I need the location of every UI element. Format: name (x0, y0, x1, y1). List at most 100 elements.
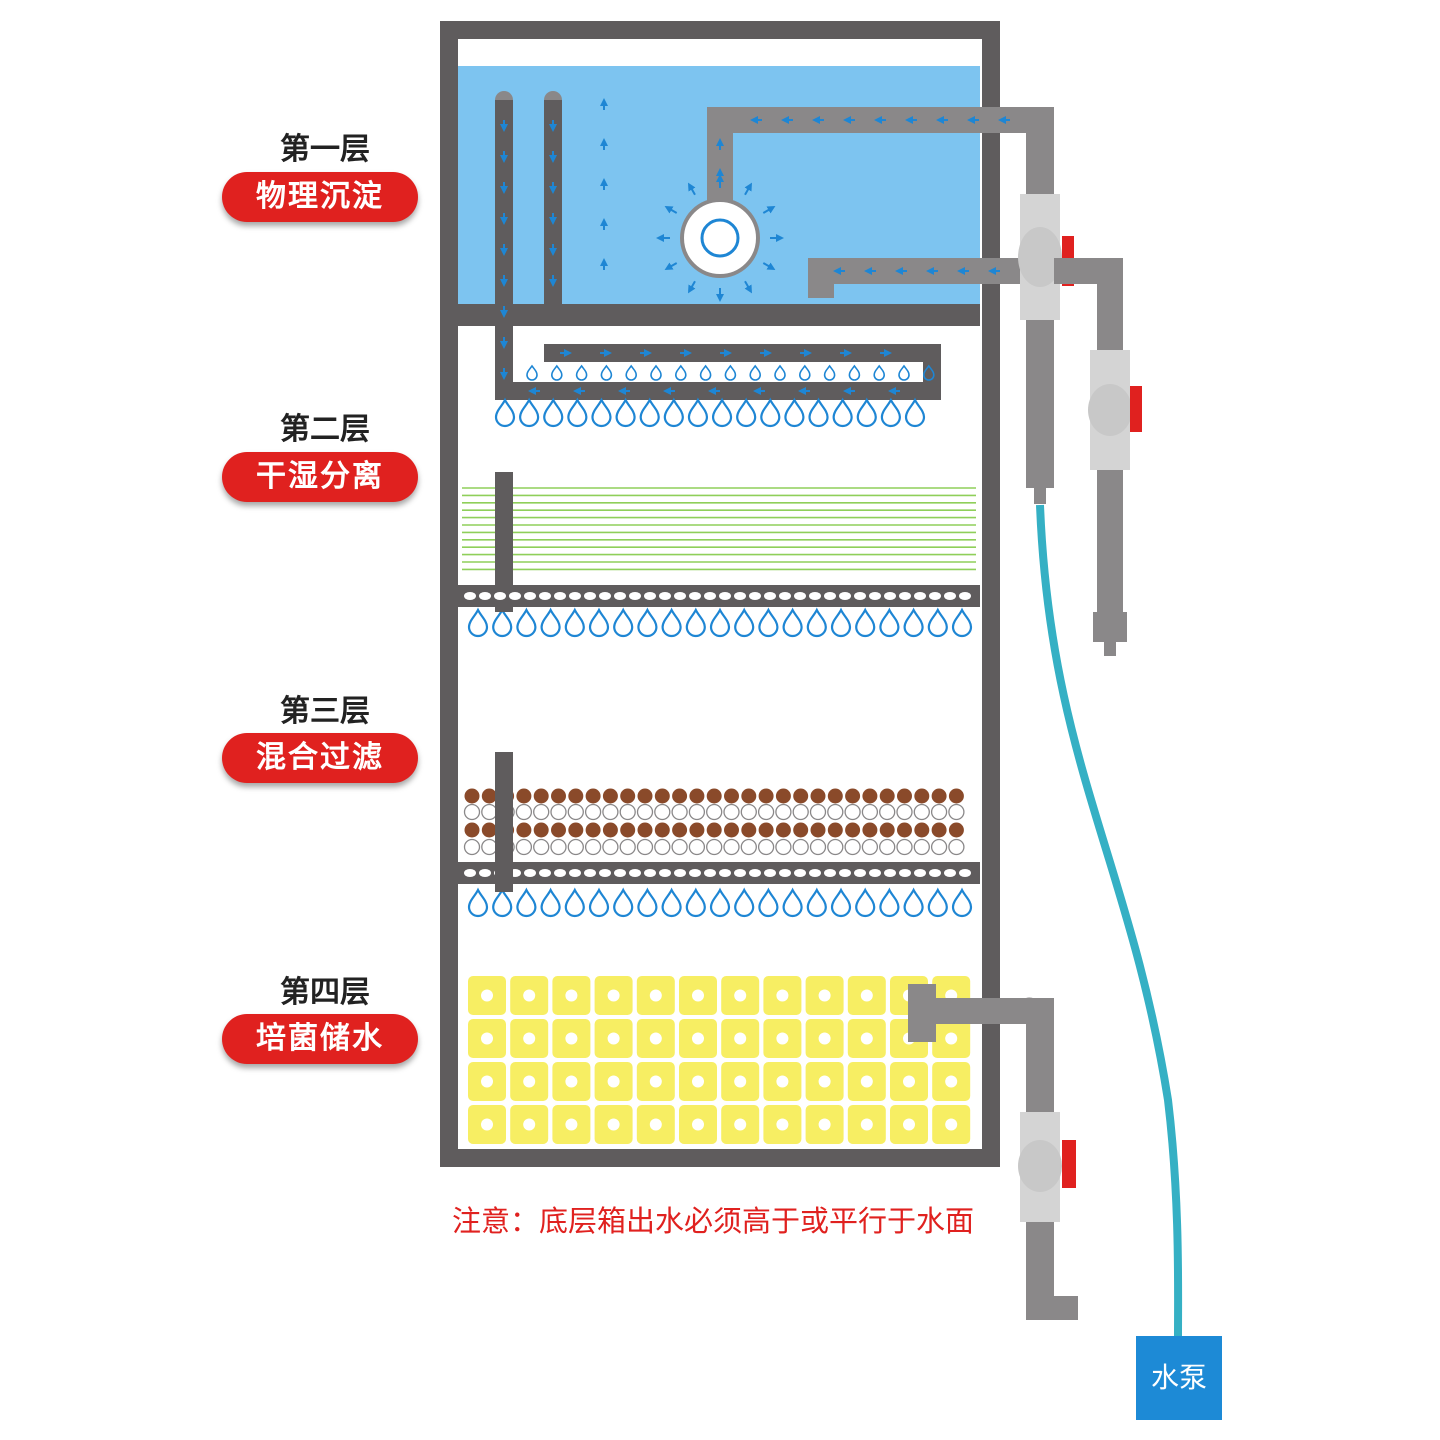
plate-hole (629, 869, 641, 877)
water-drop (709, 607, 731, 638)
ceramic-ring (568, 822, 584, 838)
bio-ball-white (463, 838, 481, 856)
flow-arrow (762, 206, 776, 214)
ceramic-ring (654, 822, 670, 838)
ceramic-ring (845, 788, 861, 804)
bio-block-hole (692, 1032, 704, 1045)
bio-ball-white (913, 838, 930, 856)
bio-ball-white (740, 838, 757, 856)
water-drop (880, 397, 901, 428)
ceramic-ring (897, 788, 912, 804)
plate-hole (854, 592, 866, 600)
flow-arrow (687, 280, 696, 294)
plate-hole (749, 592, 761, 600)
water-drop (567, 397, 588, 428)
bio-ball-white (654, 838, 671, 856)
ceramic-ring (533, 788, 549, 804)
layer-3-number: 第三层 (280, 694, 370, 729)
water-drop (550, 364, 563, 381)
bio-block-hole (860, 989, 873, 1002)
water-drop (494, 397, 516, 428)
water-drop (526, 364, 538, 381)
bio-ball-white (481, 803, 498, 821)
ceramic-ring (602, 788, 618, 804)
ceramic-ring (568, 788, 584, 804)
water-drop (588, 887, 610, 918)
water-drop (543, 397, 564, 428)
ceramic-ring (464, 788, 480, 804)
plate-hole (464, 592, 476, 600)
bio-ball-white (671, 838, 688, 856)
bio-ball-white (533, 838, 550, 856)
ceramic-ring (724, 788, 739, 804)
bio-block-hole (903, 1118, 915, 1131)
plate-hole (719, 592, 731, 600)
water-drop (639, 397, 660, 428)
water-drop (674, 364, 687, 381)
water-drop (736, 397, 757, 428)
water-drop (903, 607, 924, 638)
ceramic-ring (810, 788, 826, 804)
water-drop (687, 397, 709, 428)
plate-hole (599, 592, 611, 600)
bio-ball-white (896, 803, 913, 821)
bio-ball-white (930, 838, 948, 856)
bio-ball-white (879, 803, 896, 821)
water-drop (516, 887, 537, 918)
ceramic-ring (758, 822, 774, 838)
bio-ball-white (706, 838, 723, 856)
bio-block-hole (523, 1032, 536, 1045)
plate-hole (824, 592, 836, 600)
water-drop (823, 364, 836, 381)
water-drop (591, 397, 612, 428)
plate-hole (704, 869, 716, 877)
plate-hole (644, 592, 656, 600)
bio-block-hole (734, 1075, 747, 1088)
plate-hole (674, 869, 686, 877)
filter-media (463, 788, 965, 856)
water-drop (600, 364, 613, 381)
bio-block-hole (945, 1118, 958, 1131)
plate-hole (839, 869, 851, 877)
bio-block-hole (481, 989, 493, 1002)
plate-hole (569, 869, 581, 877)
plate-hole (524, 869, 536, 877)
bio-block-hole (481, 1075, 493, 1088)
ceramic-ring (724, 822, 739, 838)
bio-ball-white (827, 803, 844, 821)
water-drop (879, 607, 900, 638)
ceramic-ring (551, 788, 566, 804)
bio-ball-white (757, 838, 775, 856)
bio-ball-white (602, 803, 619, 821)
bio-ball-white (879, 838, 896, 856)
ceramic-ring (637, 788, 653, 804)
bio-ball-white (775, 838, 792, 856)
flow-arrow (744, 280, 753, 294)
water-drop (798, 364, 811, 381)
water-drop (650, 364, 662, 381)
plate-hole (749, 869, 761, 877)
ceramic-ring (620, 822, 636, 838)
bio-block-hole (734, 989, 747, 1002)
ceramic-ring (620, 788, 636, 804)
bio-block-hole (776, 1118, 789, 1131)
plate-hole (914, 869, 926, 877)
ceramic-ring (914, 788, 930, 804)
bio-ball-white (930, 803, 948, 821)
ceramic-ring (879, 788, 895, 804)
plate-hole (464, 869, 476, 877)
water-drop (784, 397, 805, 428)
bio-block-hole (607, 1032, 620, 1045)
water-drop (613, 887, 634, 918)
water-drop (774, 364, 786, 381)
bio-ball-white (723, 803, 740, 821)
bio-block-hole (481, 1118, 493, 1131)
bio-block-hole (734, 1032, 747, 1045)
plate-hole (899, 869, 911, 877)
plate-hole (944, 869, 956, 877)
ceramic-ring (793, 822, 809, 838)
plate-hole (944, 592, 956, 600)
bio-block-hole (818, 1075, 831, 1088)
ceramic-ring (672, 788, 688, 804)
